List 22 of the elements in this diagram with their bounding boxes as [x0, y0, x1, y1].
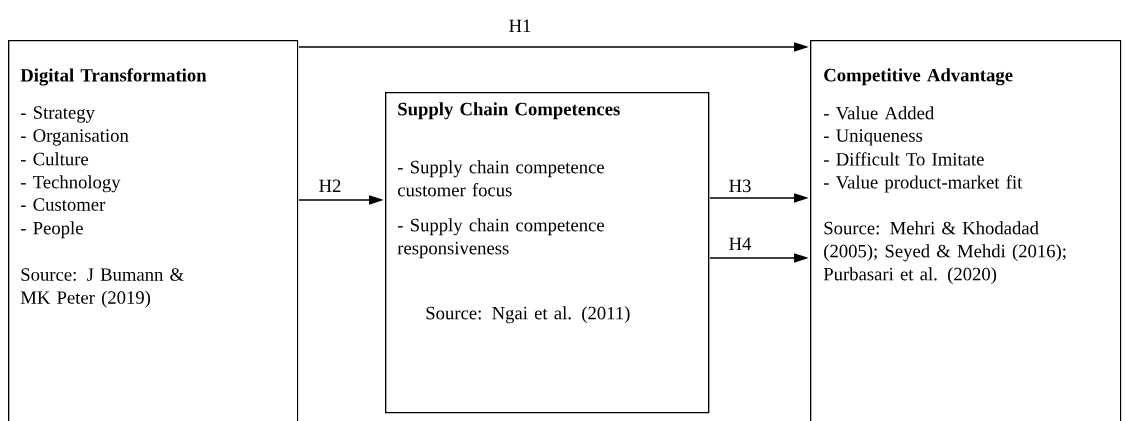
source-note: Source: Mehri & Khodadad (2005); Seyed & Mehdi (2016); Purbasari et al. (2020)	[823, 221, 1066, 285]
list-item: - Uniqueness	[823, 129, 923, 146]
list-item: - Supply chain competence responsiveness	[397, 218, 604, 259]
edge-label: H4	[727, 236, 753, 252]
box-heading: Digital Transformation	[20, 68, 207, 86]
list-item: - Strategy	[20, 106, 95, 123]
edge-label: H2	[317, 178, 343, 194]
list-item: - Technology	[20, 175, 121, 193]
list-item: - Value Added	[823, 106, 934, 120]
box-heading: Competitive Advantage	[824, 68, 1013, 86]
list-item: - Organisation	[20, 129, 129, 146]
box-heading: Supply Chain Competences	[398, 102, 620, 120]
list-item: - Customer	[20, 198, 106, 211]
list-item: - Difficult To Imitate	[823, 152, 984, 166]
source-note: Source: J Bumann & MK Peter (2019)	[20, 268, 184, 308]
source-note: Source: Ngai et al. (2011)	[426, 306, 630, 324]
edge-label: H1	[507, 18, 533, 34]
edge-label: H3	[727, 178, 753, 194]
list-item: - Culture	[20, 152, 89, 166]
list-item: - People	[20, 221, 83, 239]
list-item: - Supply chain competence customer focus	[397, 160, 604, 197]
list-item: - Value product-market fit	[823, 175, 1023, 193]
